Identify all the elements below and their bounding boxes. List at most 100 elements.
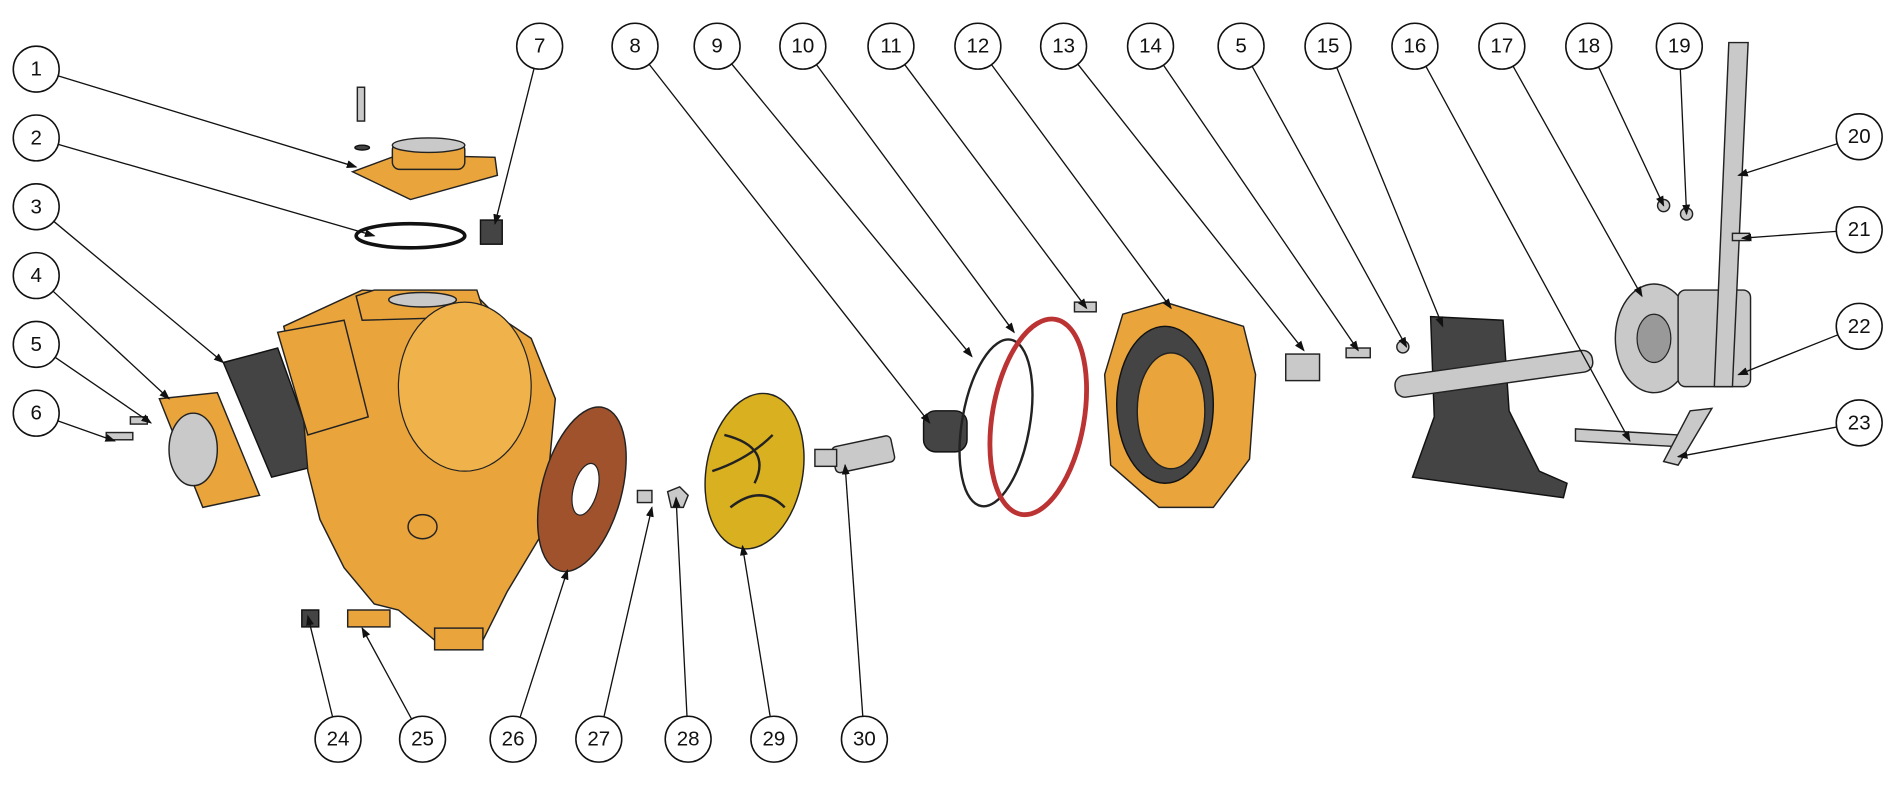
leader-line xyxy=(53,220,225,364)
o-ring xyxy=(354,221,467,250)
balloon-18: 18 xyxy=(1565,22,1613,70)
seal-clamp xyxy=(1285,353,1321,382)
lever xyxy=(1662,407,1714,466)
balloon-16: 16 xyxy=(1391,22,1439,70)
balloon-28: 28 xyxy=(664,715,712,763)
leader-line xyxy=(904,64,1088,310)
balloon-label: 9 xyxy=(711,35,722,58)
screw xyxy=(636,489,653,504)
balloon-27: 27 xyxy=(575,715,623,763)
leader-line xyxy=(493,68,535,225)
impeller xyxy=(704,392,805,550)
balloon-label: 15 xyxy=(1317,35,1340,58)
balloon-1: 1 xyxy=(12,45,60,93)
balloon-19: 19 xyxy=(1655,22,1704,70)
balloon-label: 23 xyxy=(1848,411,1871,434)
shaft-sleeve xyxy=(814,435,896,474)
tension-rod xyxy=(1713,41,1749,388)
leader-line xyxy=(603,506,654,717)
leader-line xyxy=(1162,64,1359,352)
leader-line xyxy=(519,568,569,718)
leader-line xyxy=(54,356,153,424)
balloon-24: 24 xyxy=(314,715,362,763)
leader-line xyxy=(1679,69,1691,216)
leader-line xyxy=(58,143,376,237)
leader-line xyxy=(57,75,358,169)
balloon-9: 9 xyxy=(693,22,741,70)
balloon-label: 8 xyxy=(629,35,640,58)
leader-line xyxy=(1336,67,1444,328)
balloon-label: 10 xyxy=(791,35,814,58)
balloon-label: 28 xyxy=(677,728,700,751)
balloon-label: 5 xyxy=(31,333,42,356)
leader-line xyxy=(57,420,116,442)
balloon-22: 22 xyxy=(1835,302,1883,351)
leader-line xyxy=(672,496,688,717)
leader-line xyxy=(52,290,170,400)
balloon-label: 2 xyxy=(31,126,42,149)
discharge-flange xyxy=(350,86,499,201)
balloon-14: 14 xyxy=(1126,22,1175,70)
leader-line xyxy=(1737,143,1838,177)
balloon-label: 25 xyxy=(411,728,434,751)
leader-line xyxy=(1676,426,1837,459)
bearing-pedestal xyxy=(1394,315,1594,499)
washer xyxy=(1396,340,1410,354)
balloon-11: 11 xyxy=(867,22,915,70)
balloon-label: 4 xyxy=(31,264,42,287)
bracket xyxy=(1574,428,1686,448)
balloon-7: 7 xyxy=(515,22,564,70)
balloon-label: 16 xyxy=(1404,35,1427,58)
nut xyxy=(666,486,689,509)
leader-line xyxy=(361,626,413,720)
leader-line xyxy=(1737,334,1839,376)
balloon-label: 22 xyxy=(1848,315,1871,338)
seal-o-ring xyxy=(958,338,1034,508)
bearing-housing xyxy=(1103,301,1257,509)
balloon-label: 30 xyxy=(853,728,876,751)
balloon-label: 27 xyxy=(587,728,610,751)
balloon-label: 17 xyxy=(1490,35,1513,58)
balloon-label: 5 xyxy=(1235,35,1246,58)
wear-plate xyxy=(536,406,627,573)
balloon-26: 26 xyxy=(489,715,537,763)
balloon-label: 24 xyxy=(327,728,350,751)
balloon-6: 6 xyxy=(12,389,60,437)
leader-line xyxy=(1597,66,1665,207)
balloon-label: 6 xyxy=(31,402,42,425)
leader-line xyxy=(1740,230,1837,242)
balloon-label: 14 xyxy=(1139,35,1162,58)
bolt xyxy=(105,431,134,441)
leader-line xyxy=(841,463,864,717)
bolt xyxy=(1731,232,1751,242)
balloon-25: 25 xyxy=(398,715,447,763)
balloon-8: 8 xyxy=(611,22,659,70)
mechanical-seal xyxy=(922,410,968,453)
leader-line xyxy=(815,64,1015,334)
pump-casing xyxy=(276,289,557,651)
balloon-label: 13 xyxy=(1052,35,1075,58)
balloon-4: 4 xyxy=(12,251,60,300)
fill-plug xyxy=(479,219,503,245)
balloon-12: 12 xyxy=(954,22,1002,70)
leader-line xyxy=(990,64,1172,310)
housing-gasket xyxy=(987,316,1090,518)
suction-flange xyxy=(158,391,261,509)
balloon-2: 2 xyxy=(12,114,60,162)
leader-line xyxy=(731,63,973,358)
leader-line xyxy=(1077,63,1305,352)
balloon-20: 20 xyxy=(1835,113,1883,161)
balloon-13: 13 xyxy=(1039,22,1088,70)
balloon-21: 21 xyxy=(1835,205,1883,254)
balloon-label: 3 xyxy=(31,195,42,218)
balloon-3: 3 xyxy=(12,183,60,231)
balloon-5: 5 xyxy=(1217,22,1265,70)
leader-line xyxy=(740,544,771,717)
balloon-label: 7 xyxy=(534,35,545,58)
balloon-label: 20 xyxy=(1848,125,1871,148)
balloon-10: 10 xyxy=(779,22,827,70)
balloon-label: 12 xyxy=(966,35,989,58)
balloon-label: 29 xyxy=(762,728,785,751)
